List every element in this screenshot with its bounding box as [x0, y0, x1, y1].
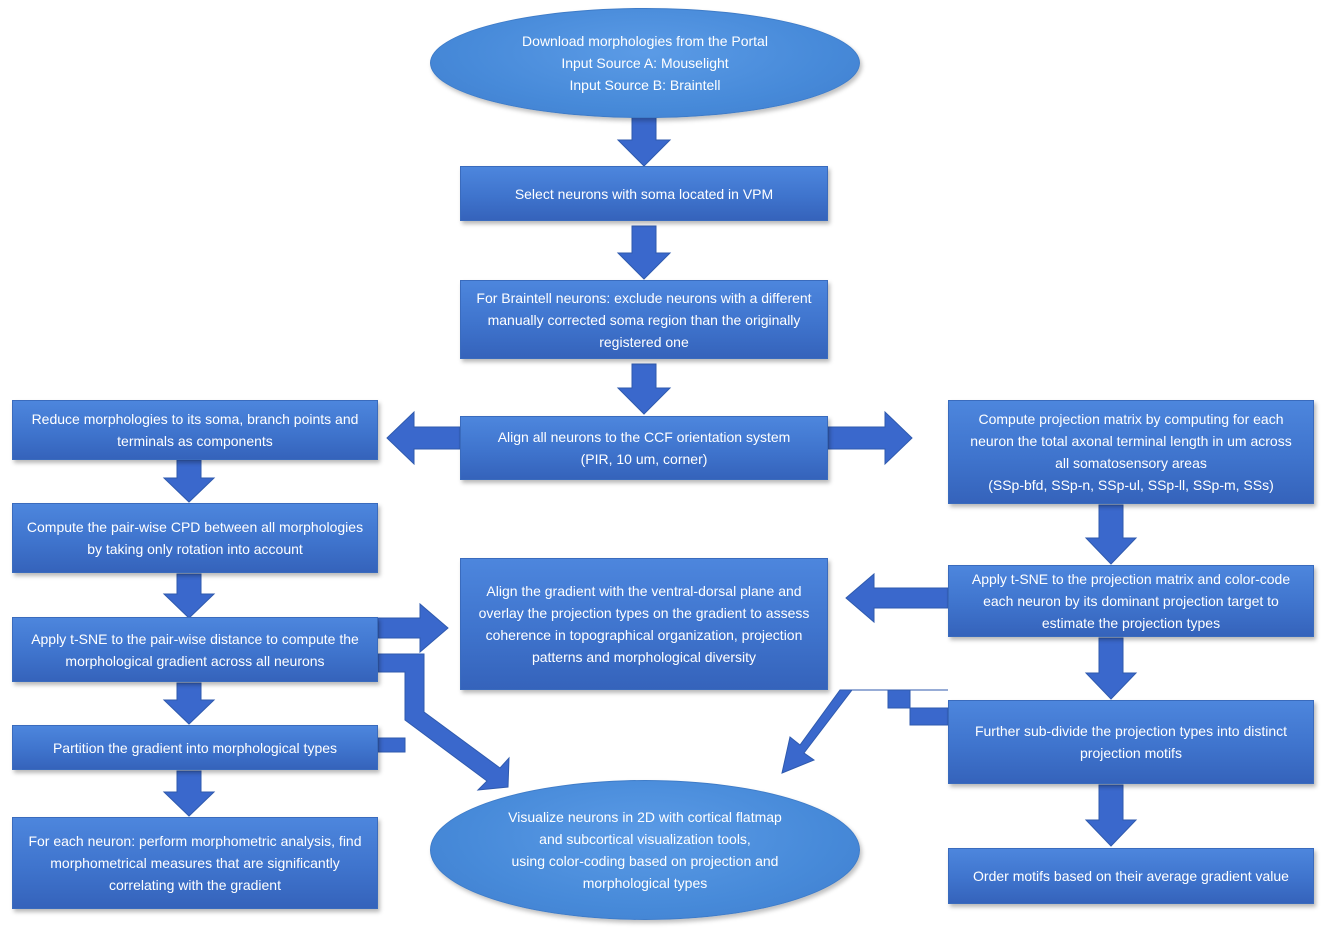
arrow-right-to-visualize	[781, 689, 949, 774]
download-morphologies-text: Download morphologies from the Portal In…	[522, 33, 768, 93]
morphometric-analysis-text: For each neuron: perform morphometric an…	[28, 833, 362, 893]
arrow-align-to-reduce	[386, 410, 461, 466]
align-ccf-text: Align all neurons to the CCF orientation…	[497, 429, 791, 467]
visualize-neurons-text: Visualize neurons in 2D with cortical fl…	[508, 809, 782, 891]
arrow-tsne-gradient-to-partition	[162, 682, 216, 725]
projection-matrix-text: Compute projection matrix by computing f…	[970, 411, 1292, 493]
morphometric-analysis-node: For each neuron: perform morphometric an…	[12, 817, 378, 909]
projection-matrix-node: Compute projection matrix by computing f…	[948, 400, 1314, 504]
arrow-tsne-projection-to-subdivide	[1084, 637, 1138, 700]
align-gradient-text: Align the gradient with the ventral-dors…	[478, 583, 810, 665]
arrow-align-to-projection-matrix	[827, 410, 913, 466]
arrow-tsne-gradient-to-align-gradient	[377, 602, 449, 654]
subdivide-projection-node: Further sub-divide the projection types …	[948, 700, 1314, 784]
partition-gradient-text: Partition the gradient into morphologica…	[52, 739, 338, 756]
arrow-download-to-select	[616, 114, 672, 167]
arrow-select-to-braintell	[616, 225, 672, 280]
arrow-subdivide-to-order	[1084, 784, 1138, 847]
download-morphologies-node: Download morphologies from the Portal In…	[430, 8, 860, 118]
tsne-projection-node: Apply t-SNE to the projection matrix and…	[948, 565, 1314, 637]
arrow-braintell-to-align	[616, 363, 672, 415]
arrow-partition-to-morphometric	[162, 770, 216, 817]
pairwise-cpd-text: Compute the pair-wise CPD between all mo…	[26, 519, 364, 557]
align-gradient-node: Align the gradient with the ventral-dors…	[460, 558, 828, 690]
tsne-gradient-node: Apply t-SNE to the pair-wise distance to…	[12, 617, 378, 682]
tsne-projection-text: Apply t-SNE to the projection matrix and…	[971, 571, 1291, 631]
arrow-reduce-to-cpd	[162, 459, 216, 503]
arrow-left-to-visualize	[377, 653, 510, 791]
reduce-morphologies-text: Reduce morphologies to its soma, branch …	[31, 411, 359, 449]
select-neurons-node: Select neurons with soma located in VPM	[460, 166, 828, 221]
connector-partition-to-left-trunk	[377, 737, 406, 753]
arrow-projection-matrix-to-tsne-projection	[1084, 504, 1138, 565]
visualize-neurons-node: Visualize neurons in 2D with cortical fl…	[430, 780, 860, 920]
braintell-exclude-text: For Braintell neurons: exclude neurons w…	[476, 289, 812, 350]
braintell-exclude-node: For Braintell neurons: exclude neurons w…	[460, 280, 828, 359]
arrow-tsne-projection-to-align-gradient	[845, 572, 949, 624]
arrow-cpd-to-tsne-gradient	[162, 573, 216, 619]
select-neurons-text: Select neurons with soma located in VPM	[514, 185, 774, 202]
subdivide-projection-text: Further sub-divide the projection types …	[974, 723, 1288, 761]
order-motifs-text: Order motifs based on their average grad…	[973, 868, 1289, 884]
pairwise-cpd-node: Compute the pair-wise CPD between all mo…	[12, 503, 378, 573]
reduce-morphologies-node: Reduce morphologies to its soma, branch …	[12, 400, 378, 460]
order-motifs-node: Order motifs based on their average grad…	[948, 848, 1314, 904]
partition-gradient-node: Partition the gradient into morphologica…	[12, 725, 378, 770]
align-ccf-node: Align all neurons to the CCF orientation…	[460, 416, 828, 480]
tsne-gradient-text: Apply t-SNE to the pair-wise distance to…	[31, 630, 359, 669]
